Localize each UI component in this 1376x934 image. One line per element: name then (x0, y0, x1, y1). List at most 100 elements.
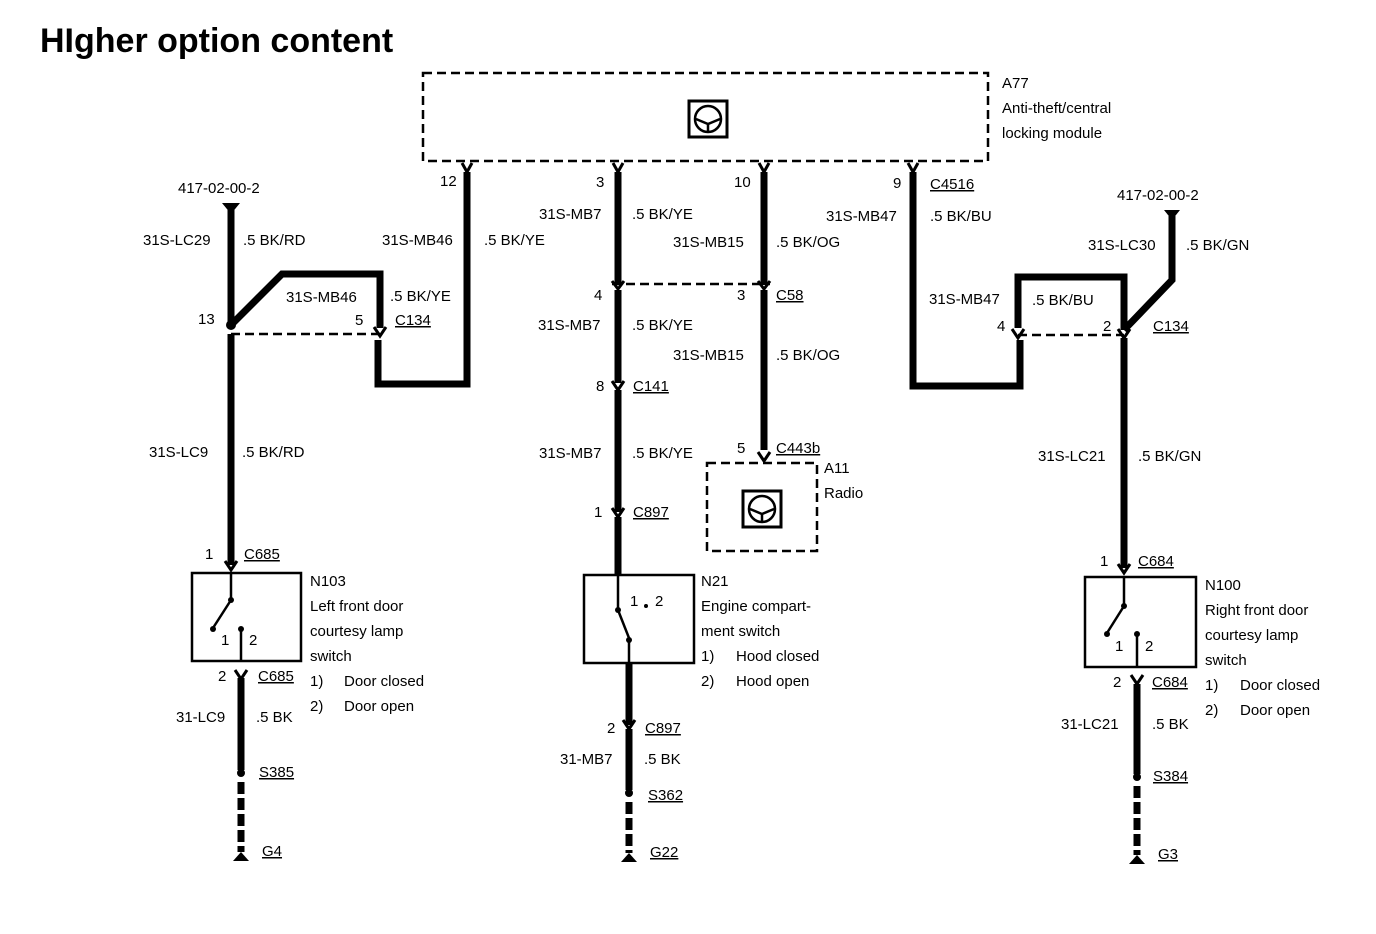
connector-c685-bot: C685 (258, 668, 294, 685)
wire-mb7b-code: 31S-MB7 (538, 317, 601, 334)
switch-n21-state2-num: 2) (701, 673, 714, 690)
switch-n100-box (1083, 575, 1198, 669)
switch-n103-state2-num: 2) (310, 698, 323, 715)
switch-n21-state2: Hood open (736, 673, 809, 690)
c141-pin: 8 (596, 378, 604, 395)
wire-mb15-spec: .5 BK/OG (776, 234, 840, 251)
ground-g22-icon (621, 853, 637, 862)
connector-c443b: C443b (776, 440, 820, 457)
radio-name: Radio (824, 485, 863, 502)
c58-pin-b: 3 (737, 287, 745, 304)
switch-n100-line3: switch (1205, 652, 1247, 669)
switch-n103-contact-icon (210, 573, 244, 661)
splice-s385: S385 (259, 764, 294, 781)
splice-s384: S384 (1153, 768, 1188, 785)
switch-n103-state2: Door open (344, 698, 414, 715)
switch-n100-state2: Door open (1240, 702, 1310, 719)
switch-n21-id: N21 (701, 573, 729, 590)
wire-lc30 (1121, 216, 1176, 333)
wire-mb46-code: 31S-MB46 (382, 232, 453, 249)
switch-n100-pos2: 2 (1145, 638, 1153, 655)
wire-mb7c-code: 31S-MB7 (539, 445, 602, 462)
splice-s362: S362 (648, 787, 683, 804)
wire-lc29-spec: .5 BK/RD (243, 232, 306, 249)
wire-lc30-code: 31S-LC30 (1088, 237, 1156, 254)
switch-n21-state1-num: 1) (701, 648, 714, 665)
switch-n103-state1: Door closed (344, 673, 424, 690)
c58-pin3-arrow-icon (756, 280, 772, 292)
wire-mb7-code: 31S-MB7 (539, 206, 602, 223)
connector-c684-top: C684 (1138, 553, 1174, 570)
splice-dot-left (226, 320, 236, 330)
c58-pin4-arrow-icon (610, 280, 626, 292)
module-pin-9: 9 (893, 175, 901, 192)
connector-c4516: C4516 (930, 176, 974, 193)
wire-lc9-spec: .5 BK/RD (242, 444, 305, 461)
wire-lc9-code: 31S-LC9 (149, 444, 208, 461)
wire-mb15b-spec: .5 BK/OG (776, 347, 840, 364)
module-pin-3: 3 (596, 174, 604, 191)
switch-n100-line1: Right front door (1205, 602, 1308, 619)
switch-n103-id: N103 (310, 573, 346, 590)
connector-c897-bot: C897 (645, 720, 681, 737)
wire-mb15b-code: 31S-MB15 (673, 347, 744, 364)
connector-c897-top: C897 (633, 504, 669, 521)
radio-box (705, 461, 819, 553)
switch-n103-state1-num: 1) (310, 673, 323, 690)
ref-right-arrow-icon (1164, 210, 1180, 220)
switch-n100-pos1: 1 (1115, 638, 1123, 655)
c897-bot-pin: 2 (607, 720, 615, 737)
switch-n21-line2: ment switch (701, 623, 780, 640)
connector-c684-bot: C684 (1152, 674, 1188, 691)
c134-right-pin4-arrow-icon (1010, 328, 1026, 341)
switch-n100-state1: Door closed (1240, 677, 1320, 694)
connector-c134-left: C134 (395, 312, 431, 329)
ground-g3-icon (1129, 855, 1145, 864)
c134-right-pin-a: 4 (997, 318, 1005, 335)
wire-lc29-code: 31S-LC29 (143, 232, 211, 249)
module-pin-10: 10 (734, 174, 751, 191)
wire-mb47-jumper (1014, 273, 1128, 330)
anti-theft-module-box (421, 71, 990, 163)
radio-id: A11 (824, 460, 850, 477)
c685-top-pin: 1 (205, 546, 213, 563)
switch-n103-pos2: 2 (249, 632, 257, 649)
switch-n21-pos1: 1 (630, 593, 638, 610)
ground-g22: G22 (650, 844, 678, 861)
c685-bot-arrow-icon (233, 669, 249, 682)
radio-symbol-icon (741, 489, 783, 529)
c685-top-arrow-icon (223, 560, 239, 573)
switch-n100-state1-num: 1) (1205, 677, 1218, 694)
wire-mb47-code: 31S-MB47 (826, 208, 897, 225)
switch-n21-contact-icon (615, 575, 648, 663)
wire-lc9g-spec: .5 BK (256, 709, 293, 726)
wire-mb15-code: 31S-MB15 (673, 234, 744, 251)
switch-n21-state1: Hood closed (736, 648, 819, 665)
wire-lc21g-code: 31-LC21 (1061, 716, 1119, 733)
wire-lc9g-code: 31-LC9 (176, 709, 225, 726)
c134-left-pin: 5 (355, 312, 363, 329)
switch-n21-line1: Engine compart- (701, 598, 811, 615)
wire-lc21-spec: .5 BK/GN (1138, 448, 1201, 465)
c684-top-arrow-icon (1116, 563, 1132, 576)
wire-mb47 (909, 172, 1024, 390)
connector-c58: C58 (776, 287, 804, 304)
wire-mb46 (374, 172, 471, 388)
c134-right-pin2-arrow-icon (1116, 328, 1132, 341)
connector-c685-top: C685 (244, 546, 280, 563)
wire-mb7c-spec: .5 BK/YE (632, 445, 693, 462)
switch-n100-contact-icon (1104, 577, 1140, 667)
wire-lc21-code: 31S-LC21 (1038, 448, 1106, 465)
c684-bot-arrow-icon (1129, 674, 1145, 687)
c134-right-pin-b: 2 (1103, 318, 1111, 335)
module-symbol-icon (687, 99, 729, 139)
ground-g4-icon (233, 852, 249, 861)
c58-pin-a: 4 (594, 287, 602, 304)
ref-left: 417-02-00-2 (178, 180, 260, 197)
left-splice-pin: 13 (198, 311, 215, 328)
wire-mb47-spec: .5 BK/BU (930, 208, 992, 225)
switch-n100-id: N100 (1205, 577, 1241, 594)
switch-n21-pos2: 2 (655, 593, 663, 610)
module-id: A77 (1002, 75, 1029, 92)
